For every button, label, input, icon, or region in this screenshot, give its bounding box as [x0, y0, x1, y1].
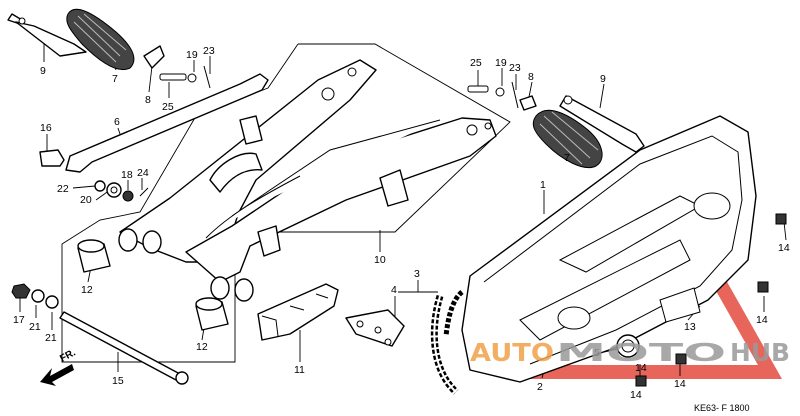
label-17: 17	[13, 314, 25, 326]
label-20: 20	[80, 194, 92, 206]
label-14-c: 14	[635, 362, 647, 374]
watermark-part1: AUTO	[470, 338, 554, 367]
label-16: 16	[40, 122, 52, 134]
label-23-right: 23	[509, 62, 521, 74]
label-5: 5	[594, 347, 600, 359]
part-labels: 9 7 8 25 19 23 16 6 22 20 18 24 12 12 10…	[13, 45, 790, 401]
footpeg-bracket	[39, 73, 269, 173]
pivot-bushings	[77, 239, 229, 331]
label-6: 6	[114, 116, 120, 128]
label-24: 24	[137, 167, 149, 179]
swingarm	[118, 59, 497, 302]
label-19-left: 19	[186, 49, 198, 61]
label-18: 18	[121, 169, 133, 181]
label-4: 4	[391, 284, 397, 296]
label-8-left: 8	[145, 94, 151, 106]
label-12-lower: 12	[196, 341, 208, 353]
watermark-part3: HUB	[730, 338, 790, 367]
label-15: 15	[112, 375, 124, 387]
label-14-a: 14	[778, 242, 790, 254]
label-9-left: 9	[40, 65, 46, 77]
label-21-a: 21	[29, 321, 41, 333]
label-21-b: 21	[45, 332, 57, 344]
label-11: 11	[294, 364, 305, 376]
label-19-right: 19	[495, 57, 507, 69]
right-fasteners	[467, 81, 537, 111]
label-7-right: 7	[564, 152, 570, 164]
label-14-e: 14	[630, 389, 642, 401]
label-2: 2	[537, 381, 543, 393]
pivot-fasteners-left	[94, 180, 149, 202]
label-25-right: 25	[470, 57, 482, 69]
label-22: 22	[57, 183, 69, 195]
diagram-code: KE63- F 1800	[694, 403, 750, 413]
label-7-left: 7	[112, 73, 118, 85]
chain-case	[461, 115, 757, 383]
label-12-upper: 12	[81, 284, 93, 296]
label-1: 1	[540, 179, 546, 191]
left-footpeg	[7, 9, 211, 89]
chain-slider	[257, 283, 339, 341]
label-9-right: 9	[600, 73, 606, 85]
drive-chain	[345, 290, 464, 395]
front-direction-arrow: FR.	[40, 347, 78, 386]
watermark-part2: MOTO	[556, 338, 726, 367]
label-14-b: 14	[756, 314, 768, 326]
case-bolts	[635, 213, 787, 387]
watermark-text: AUTO MOTO HUB	[470, 338, 790, 367]
label-23-left: 23	[203, 45, 215, 57]
right-footpeg	[532, 95, 645, 168]
label-8-right: 8	[528, 71, 534, 83]
pivot-bolt	[11, 283, 189, 385]
label-13: 13	[684, 321, 696, 333]
label-3: 3	[414, 268, 420, 280]
label-10: 10	[374, 254, 386, 266]
label-25-left: 25	[162, 101, 174, 113]
label-14-d: 14	[674, 378, 686, 390]
